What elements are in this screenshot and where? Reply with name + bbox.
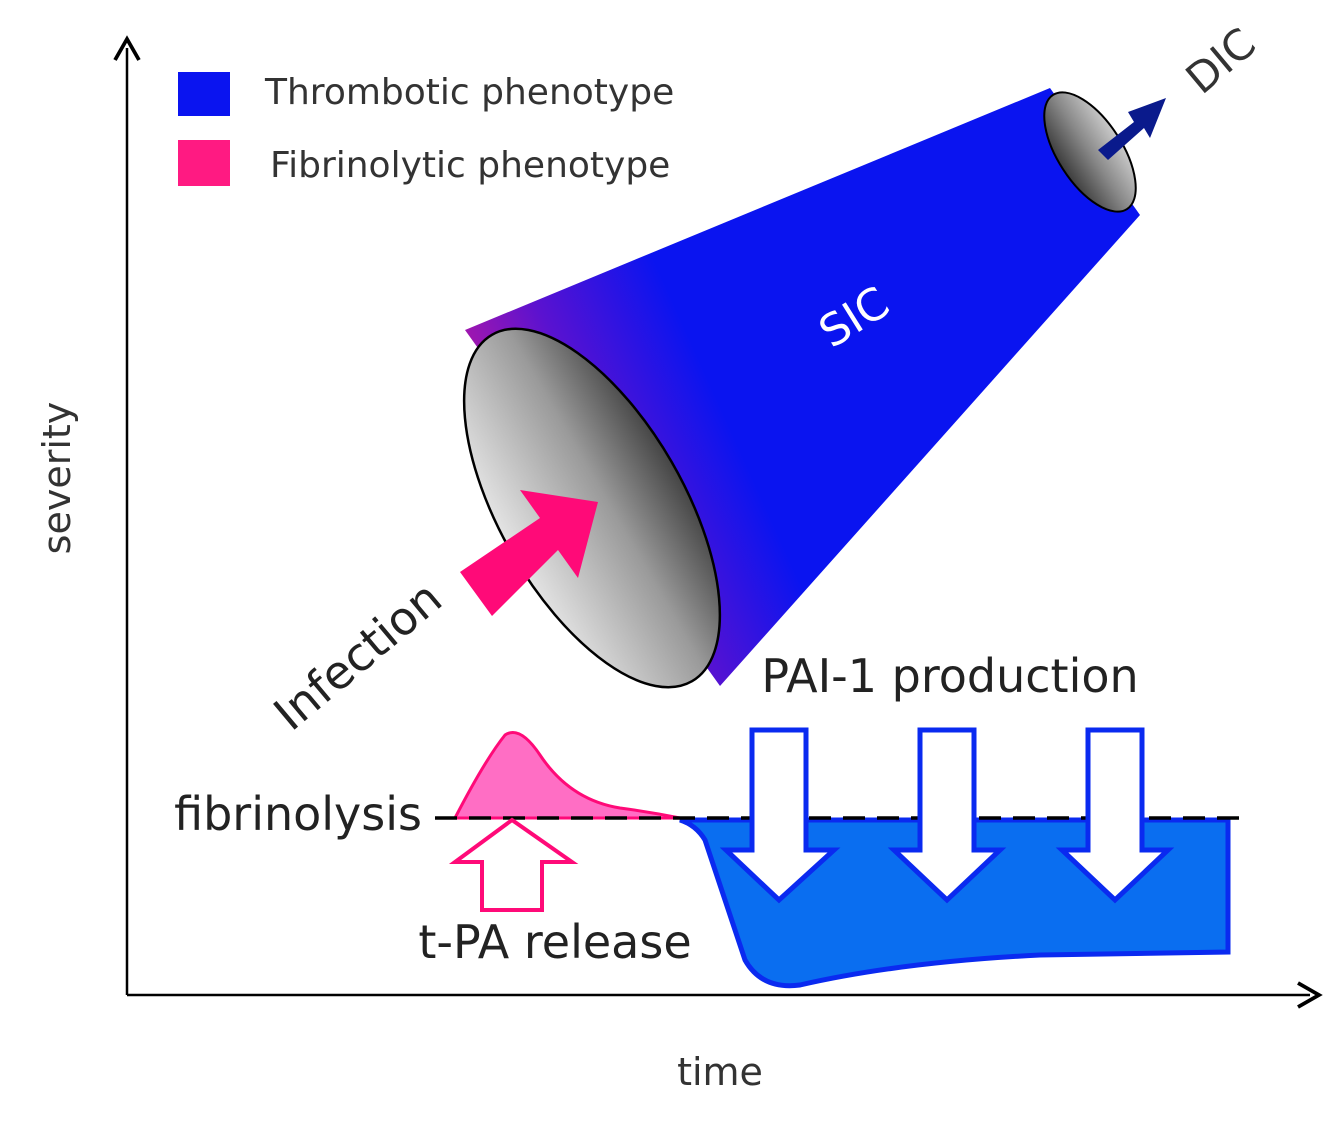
- legend-swatch-thrombotic: [178, 72, 230, 116]
- sic-cone: SIC DIC: [462, 18, 1265, 689]
- pai1-arrow-2: [887, 727, 1007, 904]
- pai1-label: PAI-1 production: [761, 649, 1138, 703]
- fibrinolysis-label: fibrinolysis: [174, 787, 422, 841]
- tpa-release-arrow: [448, 817, 579, 912]
- cone-end-opening: [1043, 91, 1137, 213]
- axes: severity time: [35, 35, 1323, 1094]
- legend-label-fibrinolytic: Fibrinolytic phenotype: [270, 145, 670, 186]
- infection-arrow-group: Infection: [264, 490, 598, 741]
- legend-swatch-fibrinolytic: [178, 140, 230, 186]
- legend: Thrombotic phenotype Fibrinolytic phenot…: [178, 72, 674, 186]
- pai1-arrow-1: [719, 727, 841, 904]
- y-axis-label: severity: [35, 402, 79, 555]
- infection-label: Infection: [264, 571, 452, 741]
- pai1-arrow-3: [1055, 727, 1175, 904]
- x-axis-label: time: [677, 1050, 763, 1094]
- tpa-label: t-PA release: [418, 915, 691, 969]
- dic-label: DIC: [1177, 18, 1265, 103]
- tpa-peak-area: [452, 731, 681, 820]
- dic-arrow: [1098, 98, 1166, 160]
- legend-label-thrombotic: Thrombotic phenotype: [264, 72, 674, 113]
- fibrinolysis-panel: fibrinolysis t-PA release PAI-1 producti…: [174, 649, 1240, 989]
- infection-arrow: [460, 490, 598, 616]
